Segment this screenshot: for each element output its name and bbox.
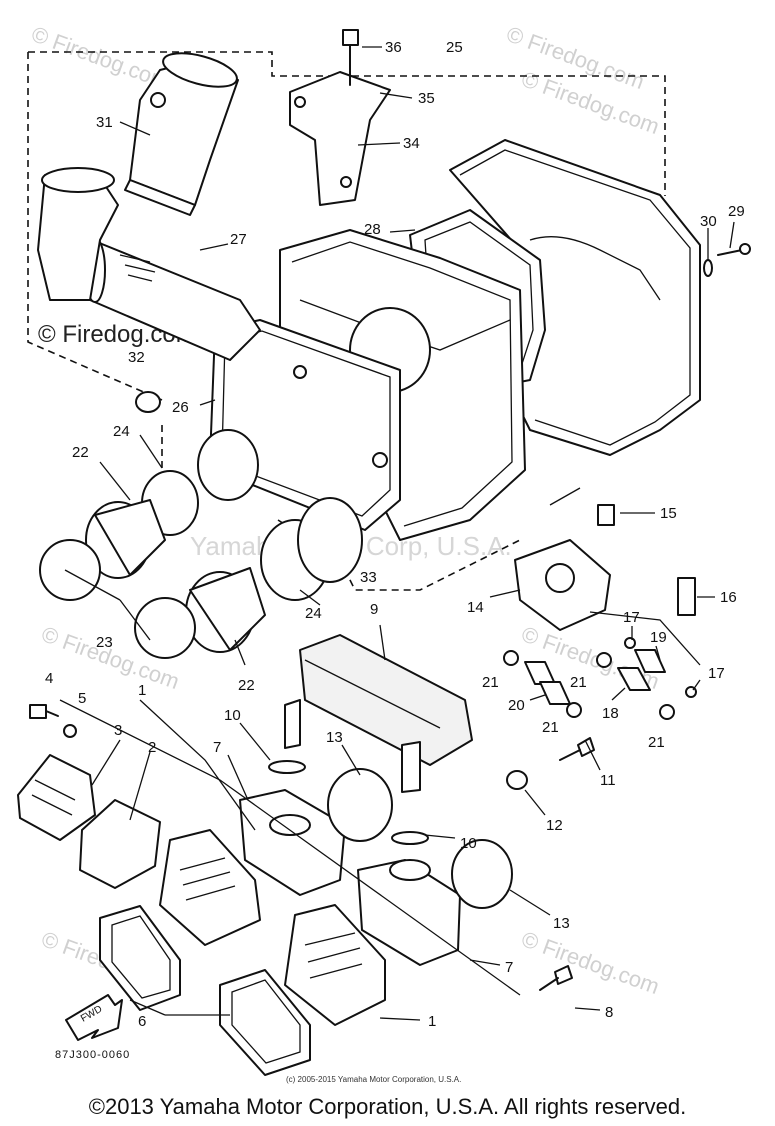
callout-10: 10 bbox=[460, 835, 477, 852]
callout-5: 5 bbox=[78, 690, 86, 707]
intake-lower-assembly: FWD bbox=[17, 634, 595, 1076]
callout-1: 1 bbox=[428, 1013, 436, 1030]
callout-31: 31 bbox=[96, 114, 113, 131]
small-copyright: (c) 2005-2015 Yamaha Motor Corporation, … bbox=[286, 1075, 461, 1084]
callout-22: 22 bbox=[238, 677, 255, 694]
callout-16: 16 bbox=[720, 589, 737, 606]
watermark-firedog: © Firedog.com bbox=[518, 926, 662, 999]
callout-30: 30 bbox=[700, 213, 717, 230]
callout-14: 14 bbox=[467, 599, 484, 616]
callout-24: 24 bbox=[305, 605, 322, 622]
callout-28: 28 bbox=[364, 221, 381, 238]
callout-33: 33 bbox=[360, 569, 377, 586]
air-box-assembly bbox=[37, 29, 751, 659]
callout-7: 7 bbox=[213, 739, 221, 756]
callout-4: 4 bbox=[45, 670, 53, 687]
callout-21: 21 bbox=[542, 719, 559, 736]
callout-10: 10 bbox=[224, 707, 241, 724]
callout-6: 6 bbox=[138, 1013, 146, 1030]
callout-13: 13 bbox=[553, 915, 570, 932]
callout-21: 21 bbox=[482, 674, 499, 691]
callout-34: 34 bbox=[403, 135, 420, 152]
callout-36: 36 bbox=[385, 39, 402, 56]
callout-24: 24 bbox=[113, 423, 130, 440]
callout-8: 8 bbox=[605, 1004, 613, 1021]
callout-21: 21 bbox=[648, 734, 665, 751]
callout-1: 1 bbox=[138, 682, 146, 699]
callout-35: 35 bbox=[418, 90, 435, 107]
callout-29: 29 bbox=[728, 203, 745, 220]
callout-labels: 36 25 35 34 31 27 28 30 29 32 26 24 22 1… bbox=[45, 39, 745, 1030]
callout-26: 26 bbox=[172, 399, 189, 416]
callout-17: 17 bbox=[708, 665, 725, 682]
callout-18: 18 bbox=[602, 705, 619, 722]
callout-32: 32 bbox=[128, 349, 145, 366]
callout-25: 25 bbox=[446, 39, 463, 56]
callout-23: 23 bbox=[96, 634, 113, 651]
callout-9: 9 bbox=[370, 601, 378, 618]
footer-copyright: ©2013 Yamaha Motor Corporation, U.S.A. A… bbox=[88, 1094, 687, 1119]
callout-27: 27 bbox=[230, 231, 247, 248]
callout-12: 12 bbox=[546, 817, 563, 834]
callout-11: 11 bbox=[600, 772, 616, 789]
exploded-view-drawing: © Firedog.com © Firedog.com © Firedog.co… bbox=[17, 21, 751, 1084]
callout-17: 17 bbox=[623, 609, 640, 626]
drawing-code: 87J300-0060 bbox=[55, 1049, 130, 1061]
callout-19: 19 bbox=[650, 629, 667, 646]
callout-15: 15 bbox=[660, 505, 677, 522]
callout-13: 13 bbox=[326, 729, 343, 746]
callout-3: 3 bbox=[114, 722, 122, 739]
fuel-pump-assembly bbox=[503, 504, 697, 720]
callout-21: 21 bbox=[570, 674, 587, 691]
callout-20: 20 bbox=[508, 697, 525, 714]
callout-22: 22 bbox=[72, 444, 89, 461]
leader-lines bbox=[59, 46, 735, 1021]
callout-2: 2 bbox=[148, 739, 156, 756]
callout-7: 7 bbox=[505, 959, 513, 976]
